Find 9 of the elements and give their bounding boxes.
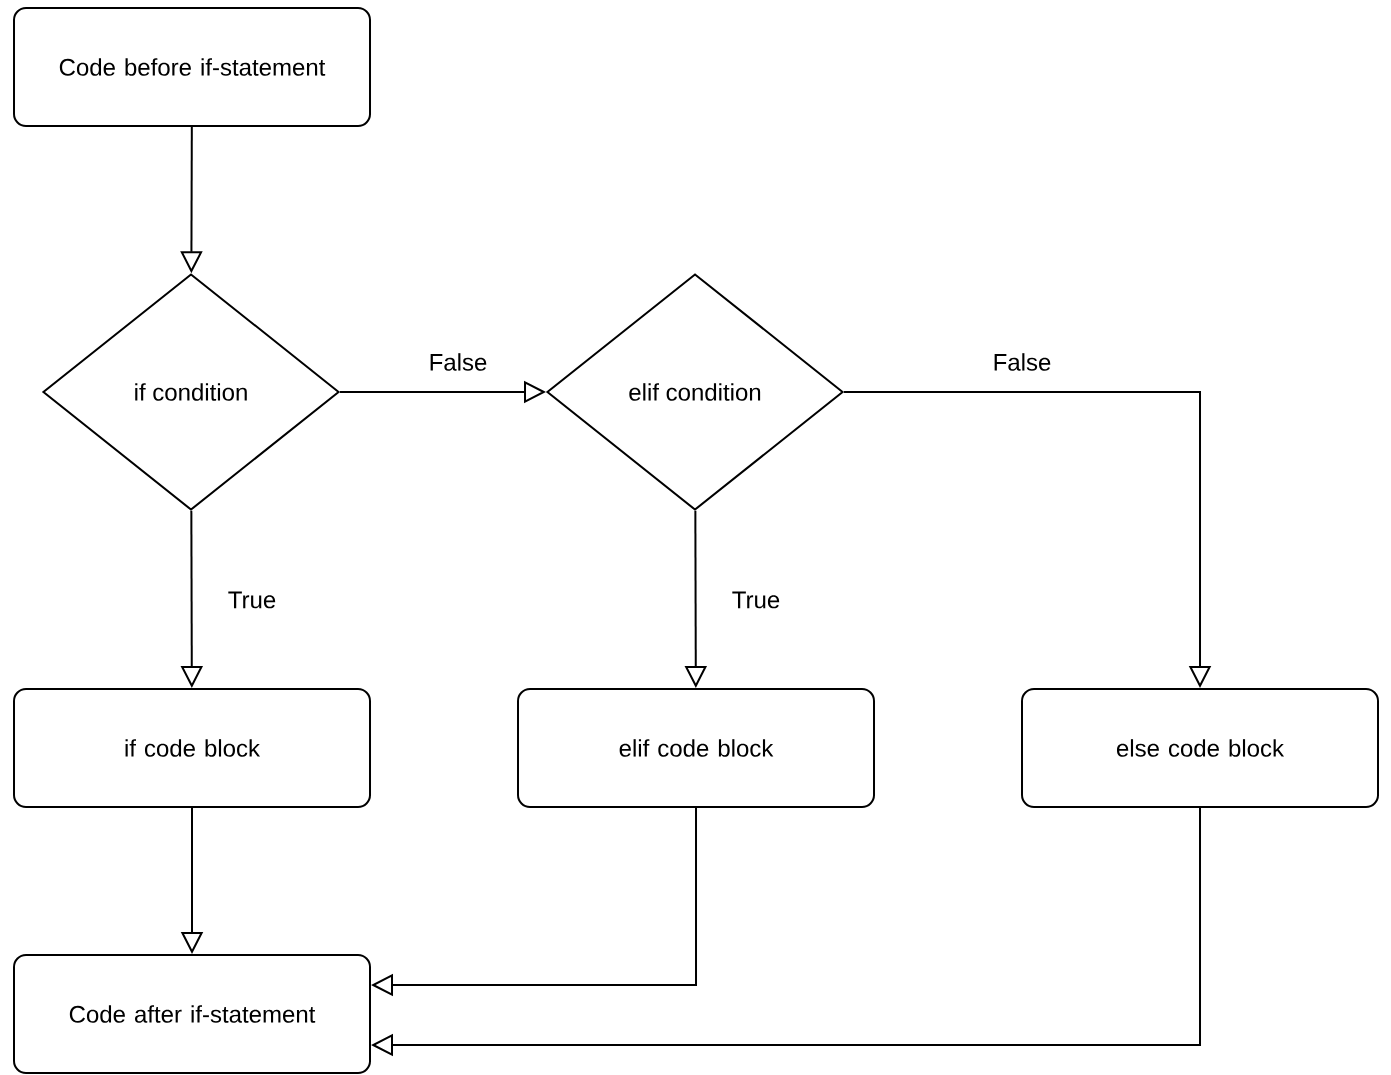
edge-label: False [991, 352, 1053, 372]
process-box: else code block [1021, 688, 1379, 808]
process-box: elif code block [517, 688, 875, 808]
process-box: if code block [13, 688, 371, 808]
edge-label: True [730, 590, 782, 610]
process-box: Code after if-statement [13, 954, 371, 1074]
edge-label: False [427, 352, 489, 372]
edge-label: True [226, 590, 278, 610]
process-box: Code before if-statement [13, 7, 371, 127]
